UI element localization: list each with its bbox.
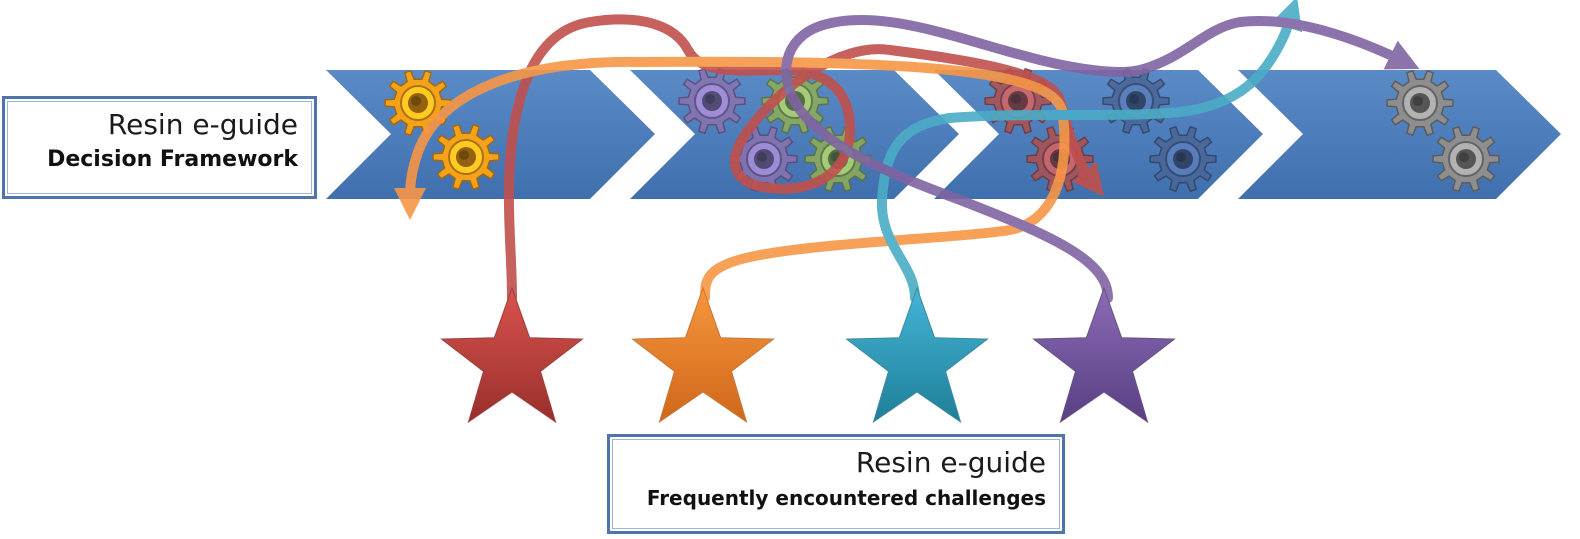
gear-icon: [1386, 69, 1454, 137]
gear-icon: [384, 69, 452, 137]
connector-teal: [876, 0, 1303, 303]
gear-icon: [432, 123, 500, 191]
challenges-title: Resin e-guide: [855, 446, 1046, 479]
connector-red: [503, 14, 1104, 303]
star-icon: [440, 286, 584, 424]
stage-chevron-3: [934, 70, 1263, 199]
framework-title: Resin e-guide: [107, 108, 298, 141]
connector-group: [394, 0, 1420, 303]
challenges-subtitle: Frequently encountered challenges: [646, 486, 1046, 510]
star-row: [440, 286, 1176, 424]
gear-icon: [1149, 125, 1217, 193]
gear-icon: [678, 67, 746, 135]
challenges-label: Resin e-guide Frequently encountered cha…: [607, 434, 1065, 534]
decision-framework-label: Resin e-guide Decision Framework: [2, 96, 317, 199]
gear-icon: [1432, 125, 1500, 193]
connector-orange: [394, 56, 1070, 303]
star-icon: [631, 286, 775, 424]
framework-subtitle: Decision Framework: [47, 147, 298, 172]
star-icon: [845, 286, 989, 424]
connector-purple: [781, 14, 1420, 303]
gear-icon: [730, 125, 798, 193]
star-icon: [1032, 286, 1176, 424]
